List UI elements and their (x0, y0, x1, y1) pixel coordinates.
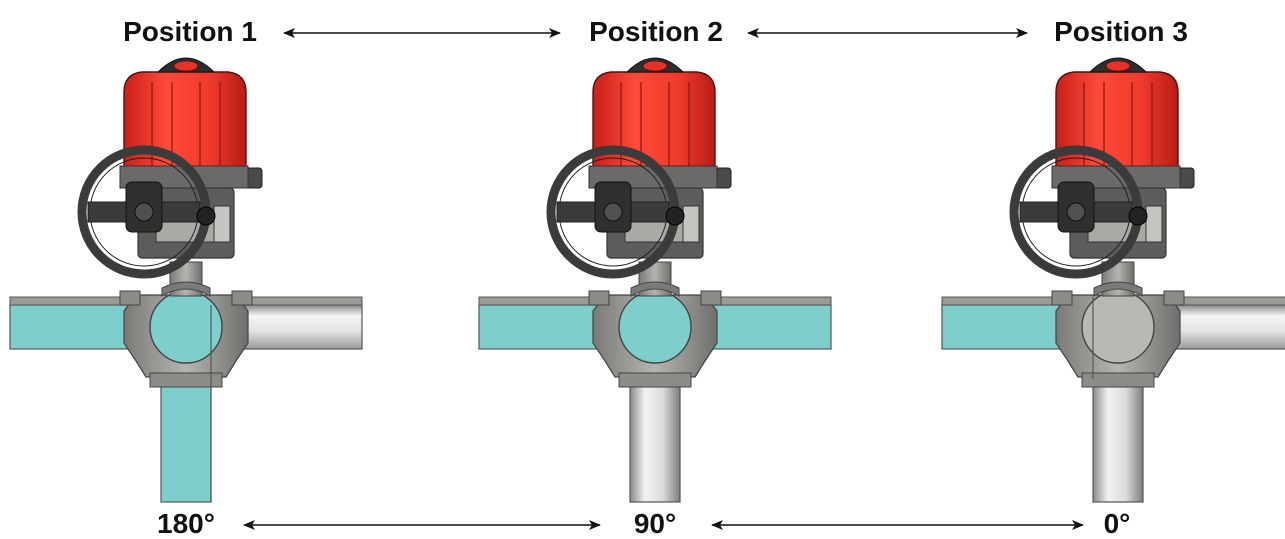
top-labels: Position 1 Position 2 Position 3 (123, 16, 1188, 47)
bottom-labels: 180° 90° 0° (157, 508, 1130, 539)
handwheel-axle (1066, 202, 1086, 222)
mounting-bolt (682, 205, 700, 243)
indicator-window (642, 60, 668, 72)
indicator-window (173, 60, 199, 72)
stem-collar (630, 281, 680, 297)
mounting-bolt (213, 205, 231, 243)
position-3-label: Position 3 (1054, 16, 1188, 47)
indicator-window (1105, 60, 1131, 72)
union-nut-left (119, 290, 141, 306)
stem-collar (1093, 281, 1143, 297)
union-nut-left (588, 290, 610, 306)
union-nut-bottom (618, 372, 692, 388)
handwheel-knob (1128, 206, 1148, 226)
angle-0-label: 0° (1104, 508, 1131, 539)
handwheel-knob (196, 206, 216, 226)
union-nut-bottom (1081, 372, 1155, 388)
handwheel-axle (134, 202, 154, 222)
valve-assembly-1 (9, 57, 363, 503)
angle-90-label: 90° (634, 508, 676, 539)
position-2-label: Position 2 (589, 16, 723, 47)
union-nut-left (1051, 290, 1073, 306)
mounting-bolt (1145, 205, 1163, 243)
valve-assembly-2 (478, 57, 832, 503)
handwheel-axle (603, 202, 623, 222)
valve-ball (618, 290, 692, 364)
valve-assembly-3 (941, 57, 1285, 503)
stem-collar (161, 281, 211, 297)
union-nut-right (231, 290, 253, 306)
union-nut-right (1163, 290, 1185, 306)
handwheel-knob (665, 206, 685, 226)
angle-180-label: 180° (157, 508, 215, 539)
union-nut-bottom (149, 372, 223, 388)
position-1-label: Position 1 (123, 16, 257, 47)
union-nut-right (700, 290, 722, 306)
